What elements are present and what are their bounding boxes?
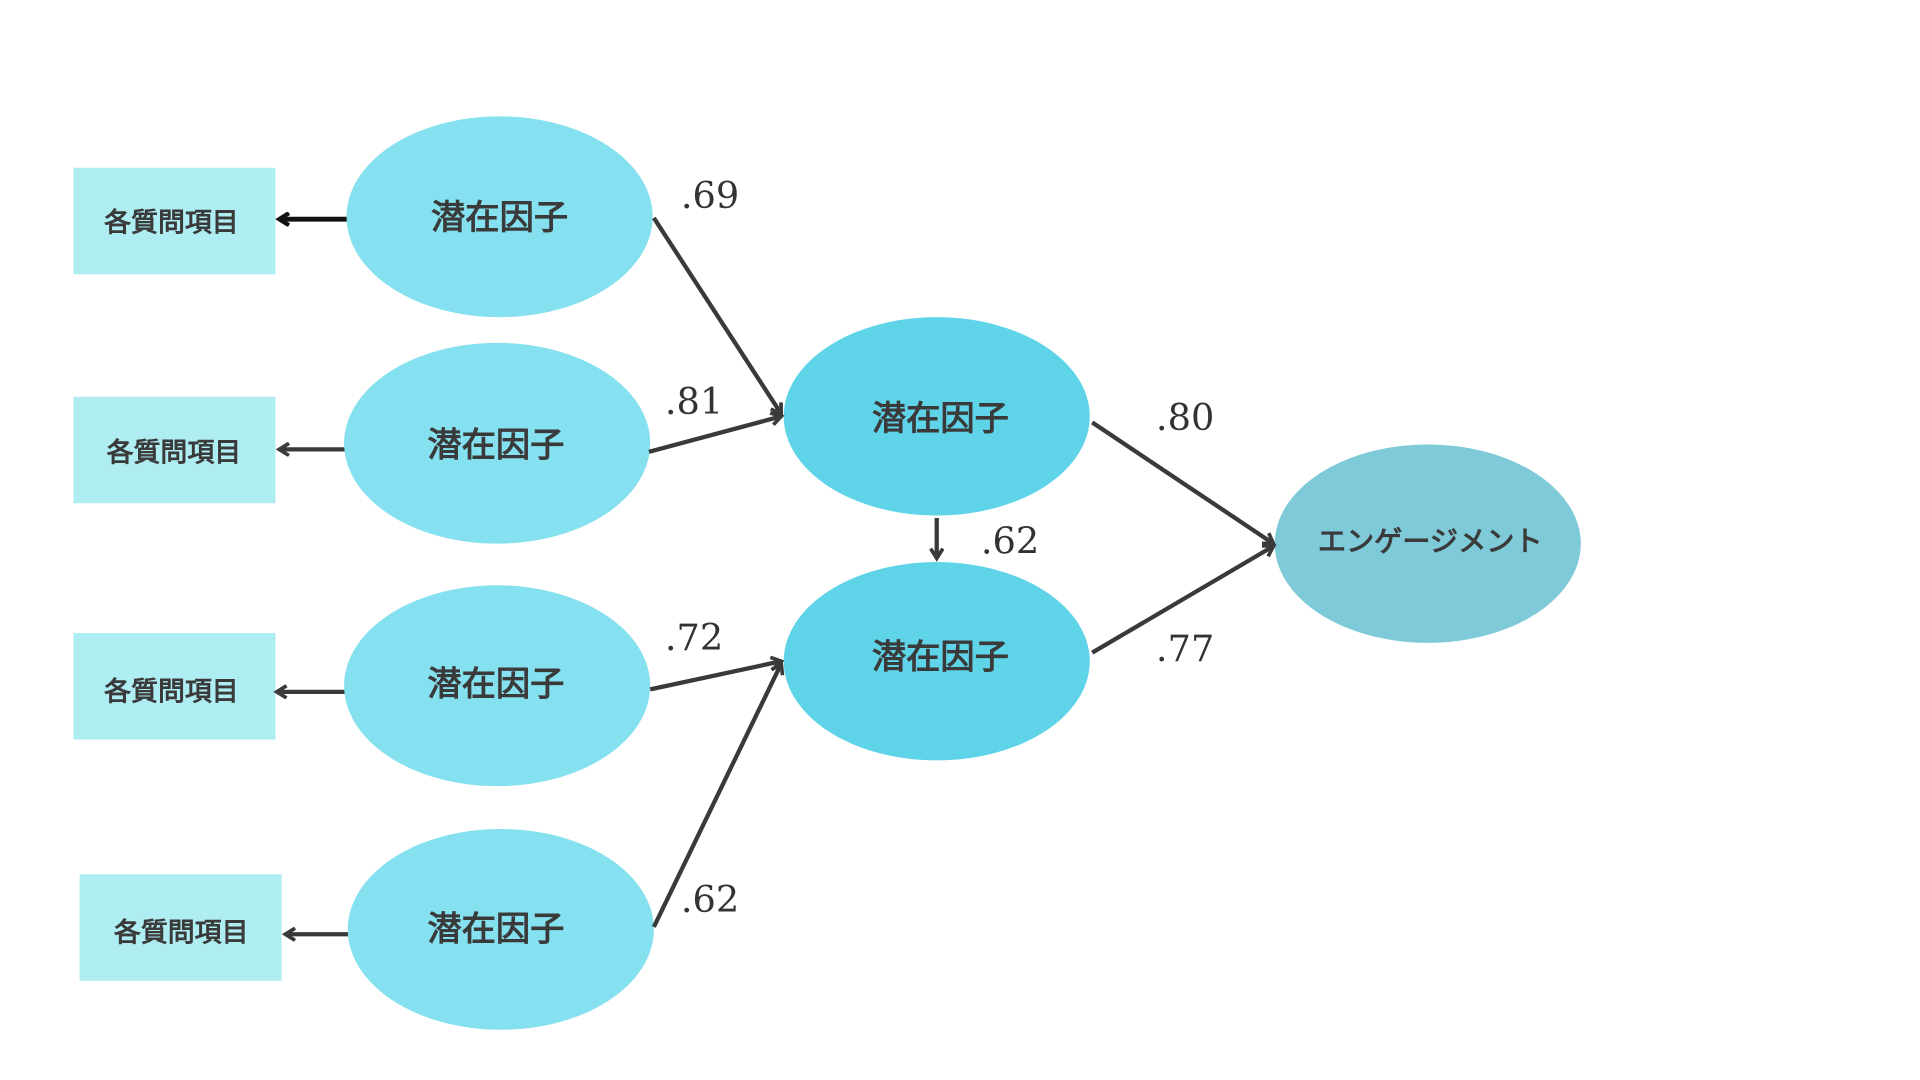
second-order-factor-1: 潜在因子 [783,317,1090,516]
path-f4-m2 [651,664,781,928]
factor-label: 潜在因子 [427,665,564,705]
coef-f2-m1: .81 [665,380,723,423]
first-order-factor-1: 潜在因子 [346,116,653,318]
indicator-label: 各質問項目 [103,675,239,707]
coef-f3-m2: .72 [665,616,723,659]
coef-m1-outcome: .80 [1156,396,1214,439]
factor-label: 潜在因子 [872,399,1009,439]
indicator-label: 各質問項目 [103,206,239,238]
path-f3-m2 [649,661,781,692]
indicator-box-4: 各質問項目 [79,874,282,981]
path-f1-m1 [652,216,781,414]
first-order-factor-3: 潜在因子 [344,585,651,787]
coef-f4-m2: .62 [681,878,739,921]
first-order-factor-4: 潜在因子 [347,828,654,1030]
path-m2-outcome [1091,546,1273,655]
coef-m2-outcome: .77 [1156,627,1214,670]
indicator-label: 各質問項目 [106,437,242,469]
factor-label: 潜在因子 [427,909,564,949]
indicator-label: 各質問項目 [113,917,249,949]
second-order-factor-2: 潜在因子 [783,562,1090,761]
indicator-box-2: 各質問項目 [73,396,276,504]
outcome-engagement: エンゲージメント [1274,444,1581,643]
factor-label: 潜在因子 [427,426,564,466]
coef-m1-m2: .62 [981,519,1039,562]
first-order-factor-2: 潜在因子 [344,342,651,544]
path-m1-outcome [1091,420,1273,543]
coef-f1-m1: .69 [681,174,739,217]
indicator-box-3: 各質問項目 [73,633,276,740]
outcome-label: エンゲージメント [1318,525,1543,558]
factor-label: 潜在因子 [431,198,568,238]
factor-label: 潜在因子 [872,638,1009,678]
indicator-box-1: 各質問項目 [73,167,276,275]
path-f2-m1 [648,416,781,454]
